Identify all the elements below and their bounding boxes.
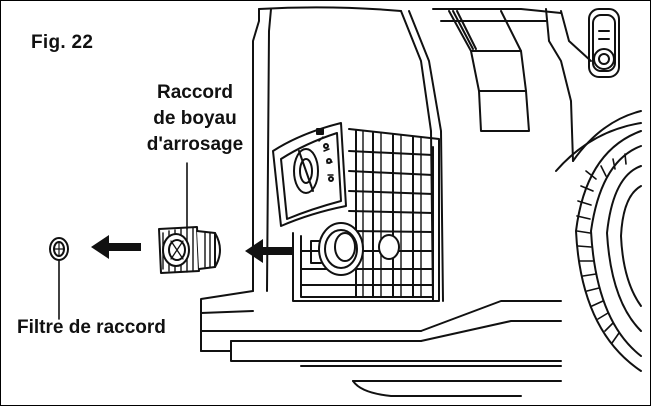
arrow-left-icon <box>91 235 141 259</box>
leader-lines <box>58 162 188 320</box>
hose-connector <box>158 226 221 274</box>
machine-body <box>200 6 642 397</box>
hose-connector-label: Raccord de boyau d'arrosage <box>130 80 260 158</box>
arrow-left-icon <box>245 239 293 263</box>
bolt-icon <box>588 8 620 78</box>
control-panel <box>272 122 347 227</box>
hose-connector-label-line: de boyau <box>153 108 237 129</box>
figure-label: Fig. 22 <box>31 32 94 53</box>
filter-label: Filtre de raccord <box>17 317 166 338</box>
filter-screen <box>49 237 69 261</box>
inlet-grille <box>292 128 440 302</box>
hose-connector-label-line: d'arrosage <box>146 134 244 155</box>
wheel <box>575 130 642 372</box>
hose-connector-label-line: Raccord <box>156 82 234 103</box>
water-inlet <box>310 222 400 276</box>
